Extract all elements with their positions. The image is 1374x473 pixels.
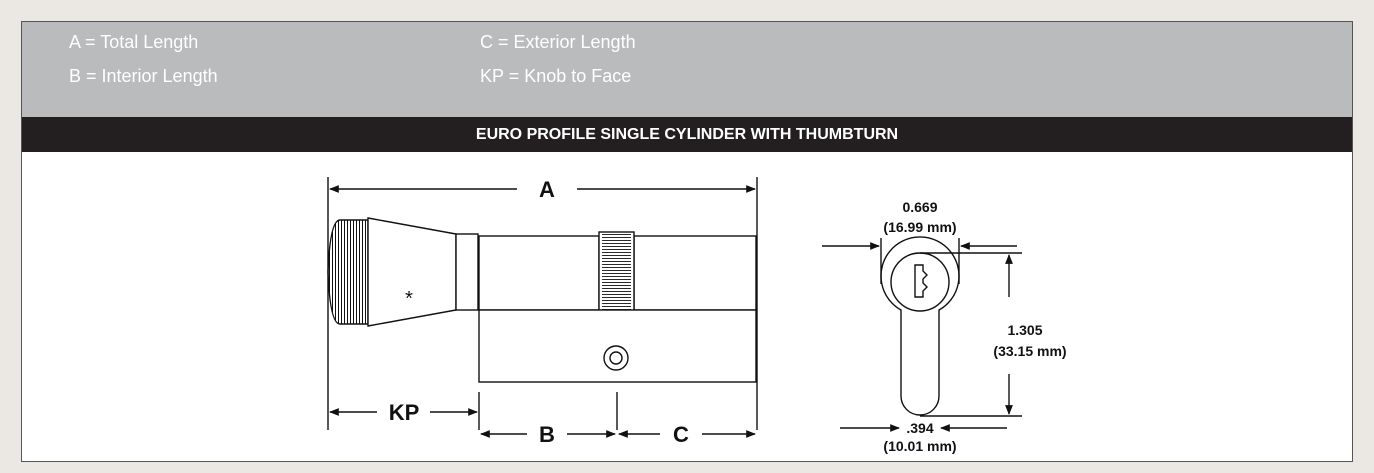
section-title: EURO PROFILE SINGLE CYLINDER WITH THUMBT… <box>22 117 1352 152</box>
legend-panel: A = Total Length B = Interior Length C =… <box>22 22 1352 117</box>
knob-collar <box>455 233 479 311</box>
spec-panel: A = Total Length B = Interior Length C =… <box>21 21 1353 462</box>
cylinder-inner-plug <box>478 235 600 311</box>
width-inches: 0.669 <box>902 199 937 215</box>
height-mm: (33.15 mm) <box>993 343 1066 359</box>
label-b: B <box>539 422 555 447</box>
end-view <box>822 236 1022 432</box>
cylinder-drawing: A KP B C * <box>22 152 1352 461</box>
label-a: A <box>539 177 555 202</box>
thumbturn-asterisk: * <box>405 288 413 310</box>
side-view <box>327 177 758 438</box>
drawing-canvas: A KP B C * <box>327 177 1067 454</box>
width-mm: (16.99 mm) <box>883 219 956 235</box>
cam-hatch <box>602 234 631 314</box>
cylinder-outer-plug <box>633 235 757 311</box>
tail-inches: .394 <box>906 420 933 436</box>
legend-interior-length: B = Interior Length <box>69 66 218 86</box>
legend-total-length: A = Total Length <box>69 32 199 52</box>
label-kp: KP <box>389 400 420 425</box>
label-c: C <box>673 422 689 447</box>
fixing-screw-inner <box>609 351 623 365</box>
height-inches: 1.305 <box>1007 322 1042 338</box>
keyway-icon <box>914 264 928 298</box>
knob-knurled-grip <box>327 219 369 325</box>
legend-exterior-length: C = Exterior Length <box>480 32 636 52</box>
tail-mm: (10.01 mm) <box>883 438 956 454</box>
legend-knob-to-face: KP = Knob to Face <box>480 66 632 86</box>
